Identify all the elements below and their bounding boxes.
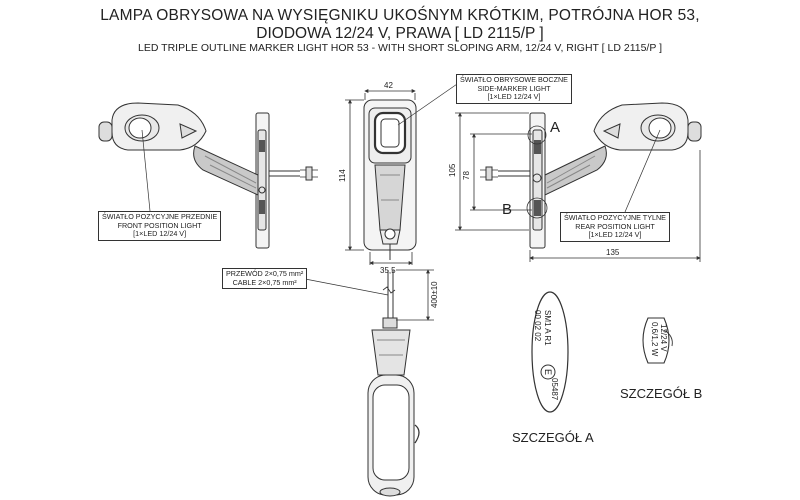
dim-height-114: 114: [338, 169, 347, 182]
detail-a-cert: E: [543, 369, 553, 375]
dim-height-105: 105: [448, 163, 457, 177]
detail-b-line-1: 12/24 V: [659, 324, 668, 352]
title-line-2: DIODOWA 12/24 V, PRAWA [ LD 2115/P ]: [256, 25, 544, 42]
front-position-led: [1×LED 12/24 V]: [133, 229, 187, 239]
title-line-3: LED TRIPLE OUTLINE MARKER LIGHT HOR 53 -…: [138, 42, 662, 54]
dimension-lines-center: [345, 89, 416, 265]
callout-rear-position: ŚWIATŁO POZYCYJNE TYLNE REAR POSITION LI…: [560, 212, 670, 242]
bottom-view: [367, 269, 434, 497]
detail-a: [531, 291, 569, 413]
front-position-pl: ŚWIATŁO POZYCYJNE PRZEDNIE: [102, 212, 218, 221]
side-marker-pl: ŚWIATŁO OBRYSOWE BOCZNE: [460, 75, 568, 84]
detail-a-text: SM1 A R1 00 02 02 E 05487: [533, 310, 559, 401]
rear-position-led: [1×LED 12/24 V]: [588, 230, 642, 240]
cable-pl: PRZEWÓD 2×0,75 mm²: [226, 269, 304, 278]
rear-position-en: REAR POSITION LIGHT: [575, 221, 655, 231]
detail-a-title: SZCZEGÓŁ A: [512, 430, 594, 445]
title-line-1: LAMPA OBRYSOWA NA WYSIĘGNIKU UKOŚNYM KRÓ…: [100, 7, 700, 24]
detail-a-line-2: 00 02 02: [533, 310, 542, 342]
front-position-en: FRONT POSITION LIGHT: [117, 220, 202, 230]
cable-en: CABLE 2×0,75 mm²: [232, 277, 297, 287]
detail-b: [642, 317, 673, 364]
dim-width-top: 42: [384, 81, 393, 90]
rear-position-pl: ŚWIATŁO POZYCYJNE TYLNE: [564, 213, 666, 222]
detail-b-line-2: 0,6/1,2 W: [650, 322, 659, 357]
detail-b-text: 12/24 V 0,6/1,2 W: [650, 322, 668, 357]
left-view: [98, 102, 318, 249]
dim-width-135: 135: [606, 248, 620, 257]
detail-a-code: 05487: [550, 378, 559, 401]
side-marker-led: [1×LED 12/24 V]: [487, 92, 541, 102]
side-marker-en: SIDE-MARKER LIGHT: [477, 83, 551, 93]
callout-front-position: ŚWIATŁO POZYCYJNE PRZEDNIE FRONT POSITIO…: [98, 211, 222, 241]
right-view: [480, 102, 702, 249]
detail-b-title: SZCZEGÓŁ B: [620, 386, 703, 401]
dim-height-78: 78: [462, 171, 471, 180]
callout-side-marker: ŚWIATŁO OBRYSOWE BOCZNE SIDE-MARKER LIGH…: [456, 74, 572, 104]
marker-b: B: [502, 201, 512, 218]
marker-a: A: [550, 119, 560, 136]
center-side-view: [363, 99, 417, 260]
leader-lines: [141, 81, 661, 296]
detail-a-line-1: SM1 A R1: [543, 310, 552, 346]
dim-cable-length: 400±10: [430, 281, 439, 308]
callout-cable: PRZEWÓD 2×0,75 mm² CABLE 2×0,75 mm²: [222, 268, 308, 290]
dim-width-bottom: 35,5: [380, 266, 396, 275]
dimension-lines-right: [455, 112, 701, 262]
